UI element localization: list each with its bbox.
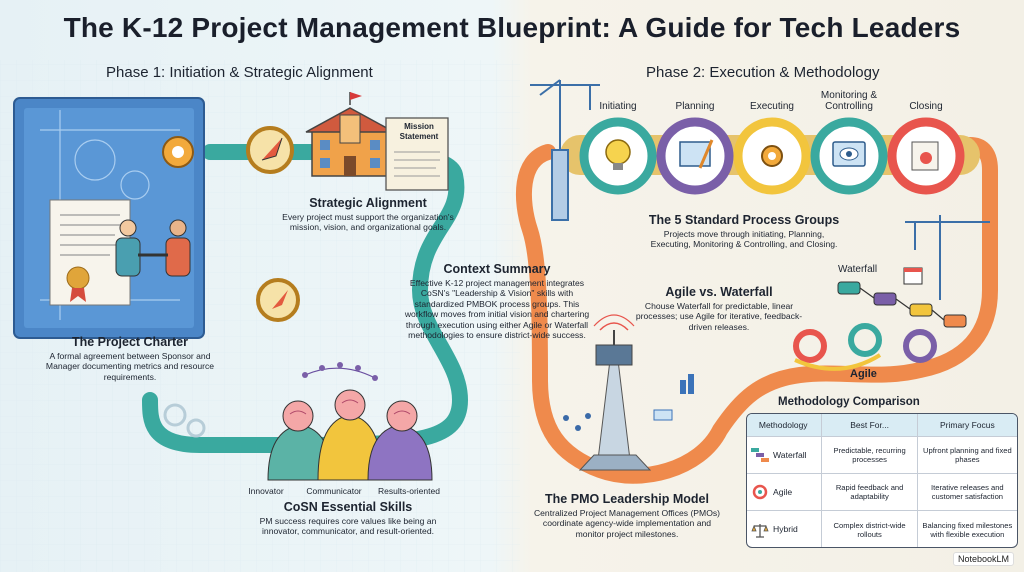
skill-label-results: Results-oriented [378,486,440,496]
crane-right-icon [905,215,990,300]
skill-label-communicator: Communicator [306,486,362,496]
table-cell-focus: Balancing fixed milestones with flexible… [922,520,1013,539]
gear-small-icon [761,145,783,167]
table-header-row: Methodology Best For... Primary Focus [747,414,1017,437]
pmo-block: The PMO Leadership Model Centralized Pro… [532,492,722,539]
table-cell-best-for: Complex district-wide rollouts [822,511,918,547]
cosn-skills-heading: CoSN Essential Skills [283,500,413,514]
page-title: The K-12 Project Management Blueprint: A… [63,12,961,43]
agile-label: Agile [850,368,877,380]
table-cell-best-for: Rapid feedback and adaptability [822,474,918,510]
pmo-text: Centralized Project Management Offices (… [533,508,721,539]
notebooklm-watermark: NotebookLM [952,552,1014,566]
project-charter-text: A formal agreement between Sponsor and M… [45,351,215,382]
brain-icon [289,399,411,415]
process-groups-heading: The 5 Standard Process Groups [648,213,840,227]
waterfall-mini-icon [751,448,769,462]
eye-icon [832,141,866,167]
methodology-name: Agile [773,486,793,497]
step-closing: Closing [909,101,943,112]
methodology-name: Hybrid [773,524,798,534]
closing-icon [911,141,939,171]
agile-mini-icon [752,484,768,500]
strategic-alignment-heading: Strategic Alignment [309,196,427,210]
cosn-skills-text: PM success requires core values like bei… [259,516,437,537]
table-header-cell: Methodology [747,414,823,436]
waterfall-diagram [837,267,967,328]
pmo-heading: The PMO Leadership Model [545,492,709,506]
agile-vs-waterfall-text: Chouse Waterfall for predictable, linear… [635,301,803,332]
scroll-icon [385,117,449,191]
methodology-comparison-table: Methodology Best For... Primary Focus Wa… [746,413,1018,548]
table-row: Waterfall Predictable, recurring process… [747,437,1017,474]
gear-icon [162,136,194,168]
strategic-alignment-block: Strategic Alignment Every project must s… [282,196,454,233]
handshake-icon [115,219,191,277]
phase2-heading: Phase 2: Execution & Methodology [646,64,880,81]
compass-small-icon [256,278,300,322]
school-icon [305,92,395,177]
table-cell-focus: Upfront planning and fixed phases [923,446,1012,464]
table-cell-methodology: Agile [747,474,823,510]
compass-icon [246,126,294,174]
process-circles [560,117,980,195]
comparison-heading: Methodology Comparison [778,396,920,408]
agile-vs-waterfall-block: Agile vs. Waterfall Chouse Waterfall for… [634,285,804,332]
agile-vs-waterfall-heading: Agile vs. Waterfall [665,285,773,299]
table-header-cell: Best For... [822,414,918,436]
methodology-name: Waterfall [773,449,807,460]
agile-diagram [793,323,937,371]
table-cell-methodology: Hybrid [747,511,823,547]
process-groups-text: Projects move through initiating, Planni… [650,229,838,250]
cosn-skills-block: CoSN Essential Skills PM success require… [258,500,438,537]
table-row: Agile Rapid feedback and adaptability It… [747,474,1017,511]
mission-statement-sign: Mission Statement [399,122,439,141]
phase2-road [515,137,998,484]
project-charter-heading: The Project Charter [71,335,188,349]
waterfall-label: Waterfall [838,264,878,275]
blueprint-icon [13,97,205,339]
context-summary-text: Effective K-12 project management integr… [404,278,590,341]
table-cell-methodology: Waterfall [747,437,823,473]
context-summary-heading: Context Summary [443,262,551,276]
step-planning: Planning [675,101,715,112]
skill-label-innovator: Innovator [248,486,284,496]
crane-icon [530,79,600,221]
table-cell-best-for: Predictable, recurring processes [822,437,918,473]
gears-decoration [163,403,206,438]
step-executing: Executing [750,101,794,112]
table-row: Hybrid Complex district-wide rollouts Ba… [747,511,1017,547]
skills-illustration [267,362,433,481]
step-initiating: Initiating [599,101,637,112]
step-monitoring: Monitoring & Controlling [820,90,878,112]
table-header-cell: Primary Focus [917,414,1017,436]
project-charter-block: The Project Charter A formal agreement b… [40,335,220,382]
lightbulb-icon [605,139,631,170]
process-groups-block: The 5 Standard Process Groups Projects m… [646,213,842,250]
phase1-heading: Phase 1: Initiation & Strategic Alignmen… [106,64,373,81]
strategic-alignment-text: Every project must support the organizat… [282,212,454,233]
scales-icon [751,523,769,538]
planning-icon [679,139,714,169]
tower-icon [563,314,694,471]
table-cell-focus: Iterative releases and customer satisfac… [931,483,1004,501]
context-summary-block: Context Summary Effective K-12 project m… [404,262,590,340]
